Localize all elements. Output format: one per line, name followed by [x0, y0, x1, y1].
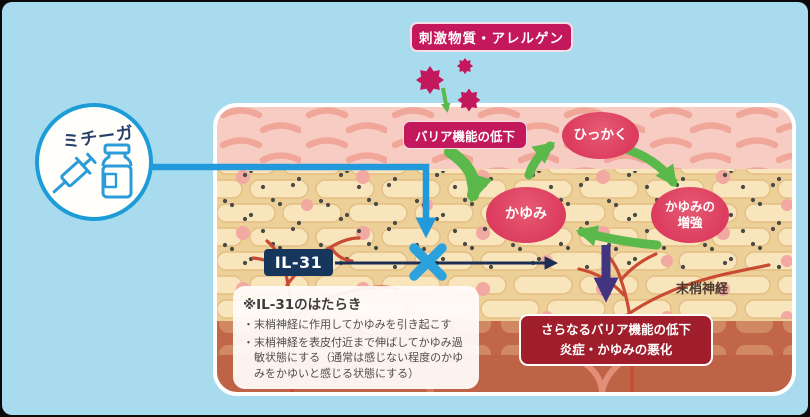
- il31-box: IL-31: [264, 249, 333, 276]
- il31-label: IL-31: [274, 253, 323, 272]
- scratch-label: ひっかく: [573, 127, 628, 144]
- itch-enhancement-line2: 増強: [677, 215, 703, 230]
- allergen-banner-label: 刺激物質・アレルゲン: [419, 31, 564, 47]
- peripheral-nerve-label: 末梢神経: [676, 282, 729, 297]
- outcome-line2: 炎症・かゆみの悪化: [559, 342, 673, 357]
- mitchga-drug-badge: ミチーガ: [35, 103, 153, 221]
- syringe-icon: [52, 152, 97, 194]
- itch-ellipse: かゆみ: [486, 187, 566, 243]
- barrier-decline-label: バリア機能の低下: [414, 128, 515, 144]
- itch-enhancement-ellipse: かゆみの 増強: [651, 187, 729, 243]
- outcome-line1: さらなるバリア機能の低下: [540, 322, 691, 337]
- vial-icon: [101, 143, 133, 199]
- il31-note-box: ※IL-31のはたらき ・末梢神経に作用してかゆみを引き起こす ・末梢神経を表皮…: [233, 286, 479, 390]
- outcome-box: さらなるバリア機能の低下 炎症・かゆみの悪化: [519, 314, 713, 366]
- il31-note-bullet-2: ・末梢神経を表皮付近まで伸ばしてかゆみ過敏状態にする（通常は感じない程度のかゆみ…: [243, 335, 464, 380]
- scratch-ellipse: ひっかく: [562, 112, 639, 159]
- itch-label: かゆみ: [505, 206, 547, 223]
- barrier-decline-box: バリア機能の低下: [403, 121, 527, 149]
- allergen-banner: 刺激物質・アレルゲン: [410, 22, 573, 52]
- allergen-particle-icon: [416, 57, 481, 112]
- mitchga-icons: [52, 143, 133, 199]
- il31-note-heading: ※IL-31のはたらき: [243, 297, 362, 313]
- itch-enhancement-line1: かゆみの: [664, 199, 715, 215]
- il31-note-bullet-1: ・末梢神経に作用してかゆみを引き起こす: [243, 318, 452, 331]
